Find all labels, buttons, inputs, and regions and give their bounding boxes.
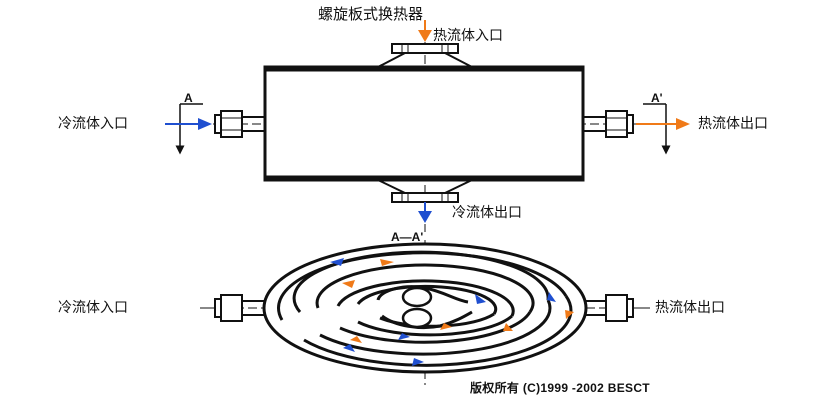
- spiral-flow-arrow-cold: [412, 358, 424, 366]
- right-nozzle-top: [583, 110, 634, 138]
- shell-body: [263, 65, 585, 182]
- spiral-flow-arrow-cold: [475, 294, 486, 304]
- spiral-flow-arrow-hot: [440, 323, 452, 330]
- cold-inlet-arrow: [165, 118, 212, 130]
- spiral-flow-arrow-hot: [350, 336, 362, 343]
- spiral-flow-arrow-cold: [547, 292, 556, 302]
- spiral-flow-arrow-cold: [398, 333, 410, 340]
- hot-outlet-arrow: [636, 118, 690, 130]
- section-view-label: A—A': [391, 230, 424, 244]
- hot-inlet-label: 热流体入口: [433, 28, 503, 44]
- left-nozzle-section: [214, 294, 264, 322]
- left-nozzle-top: [214, 110, 265, 138]
- cold-inlet-label-top: 冷流体入口: [58, 116, 128, 132]
- spiral-flow-arrow-hot: [380, 259, 394, 266]
- section-a-label: A: [184, 91, 193, 105]
- diagram-title: 螺旋板式换热器: [318, 5, 424, 23]
- cold-inlet-label-bottom: 冷流体入口: [58, 300, 128, 316]
- outer-shell-circle: [262, 242, 588, 374]
- cold-outlet-label: 冷流体出口: [452, 205, 522, 221]
- spiral-flow-arrow-hot: [565, 310, 574, 319]
- spiral-flow-arrow-cold: [330, 258, 344, 266]
- right-nozzle-section: [586, 294, 634, 322]
- copyright-text: 版权所有 (C)1999 -2002 BESCT: [470, 381, 650, 395]
- section-a-prime-label: A': [651, 91, 663, 105]
- core-lower-circle: [401, 307, 433, 329]
- hot-inlet-arrow: [418, 20, 432, 42]
- section-marker-a-prime: [643, 103, 671, 155]
- spiral-flow-arrow-hot: [503, 323, 513, 331]
- core-upper-circle: [401, 286, 433, 308]
- hot-outlet-label-bottom: 热流体出口: [655, 300, 725, 316]
- spiral-flow-arrow-hot: [342, 280, 355, 288]
- section-marker-a: [175, 103, 203, 155]
- spiral-plates: [277, 250, 573, 367]
- spiral-flow-arrow-cold: [343, 344, 355, 352]
- hot-outlet-label-top: 热流体出口: [698, 116, 768, 132]
- top-nozzle-flange: [391, 43, 459, 54]
- spiral-flow-arrows: [330, 258, 574, 366]
- cold-outlet-arrow: [418, 202, 432, 223]
